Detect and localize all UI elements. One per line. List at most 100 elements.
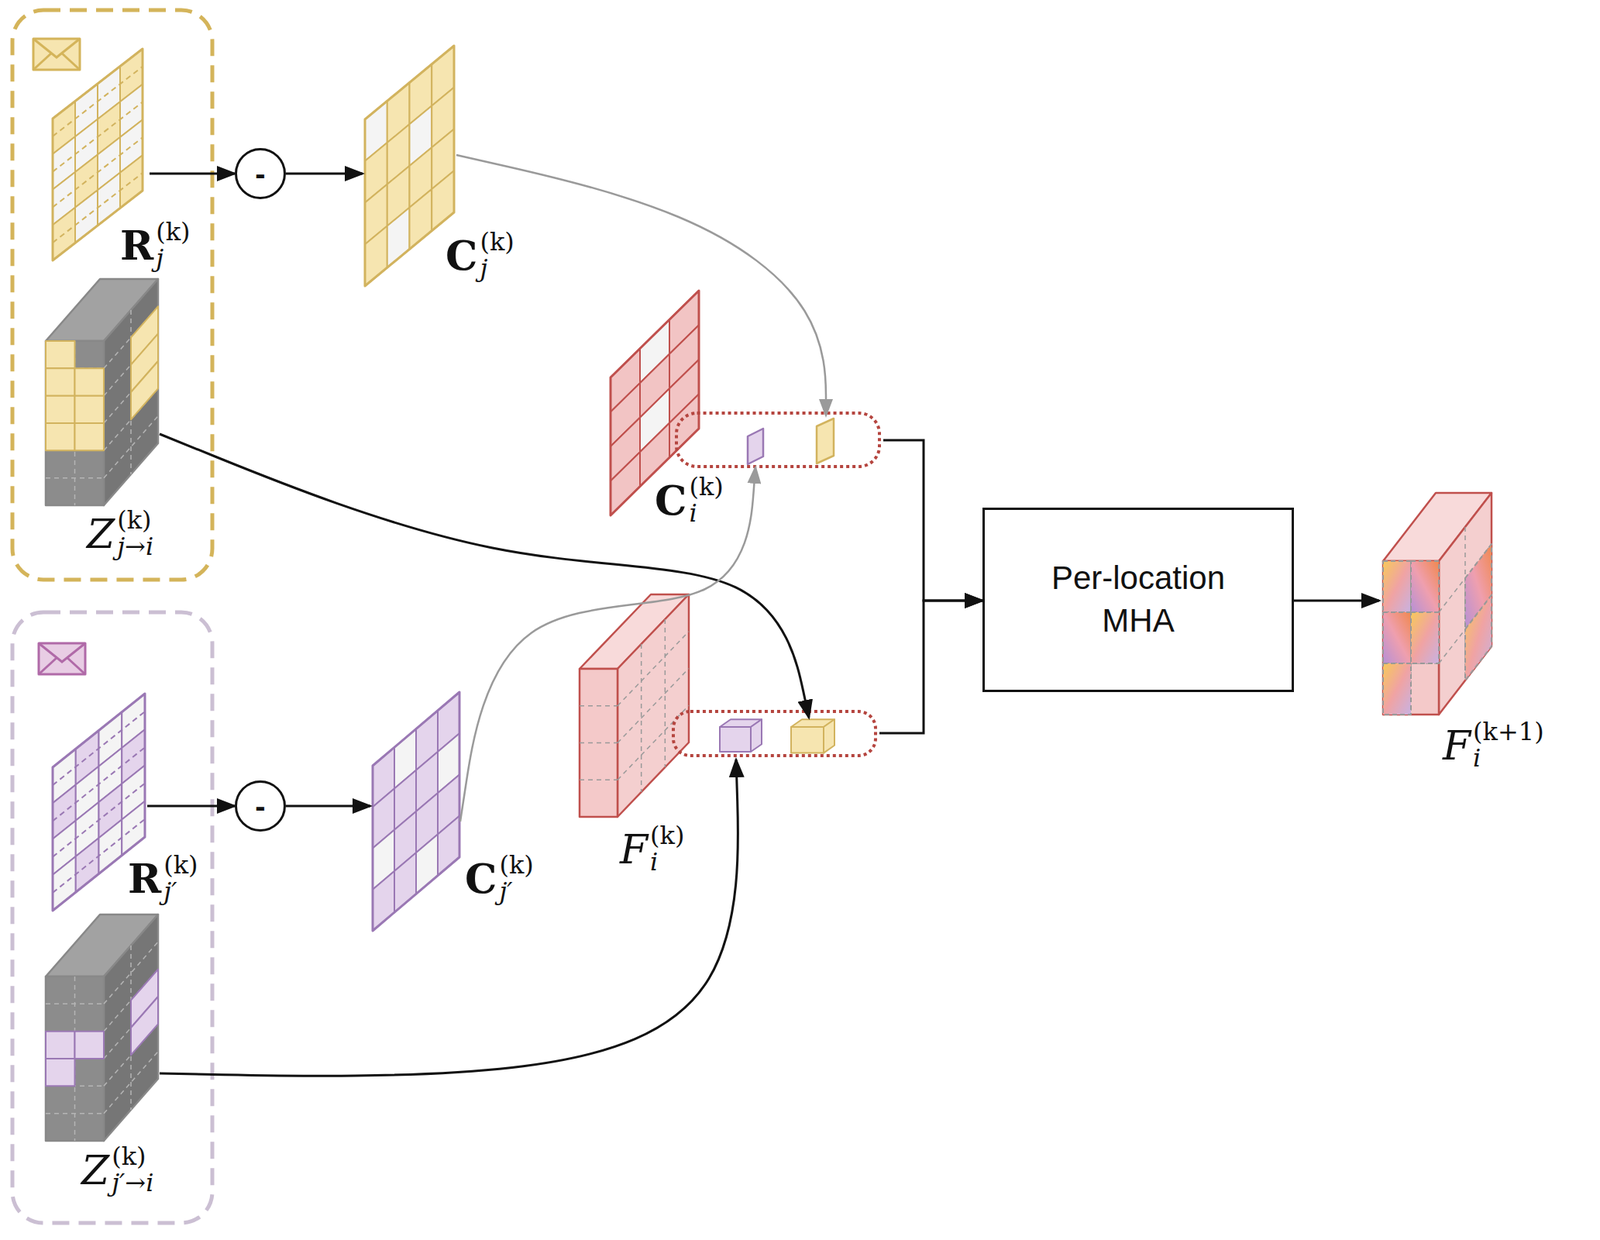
- tensor-node: C(k)j: [360, 42, 539, 299]
- operator-symbol: -: [254, 158, 265, 190]
- block-side: [103, 914, 159, 1141]
- script-stack: (k)i: [650, 822, 685, 875]
- subscript: j: [155, 245, 190, 272]
- block-gridline: [617, 668, 689, 744]
- connector-arrow: [149, 172, 235, 176]
- cube-front: [719, 726, 751, 752]
- vector-cube: [719, 719, 762, 752]
- message-icon: [38, 643, 86, 675]
- script-stack: (k)j′: [498, 852, 534, 905]
- cube-side: [750, 719, 762, 752]
- connector-arrow: [460, 467, 756, 822]
- block-front: [45, 340, 104, 506]
- block-cell: [75, 368, 105, 396]
- block-cell: [130, 996, 159, 1055]
- tensor-illustration: [1383, 492, 1492, 715]
- superscript: (k): [688, 474, 723, 501]
- subscript: i: [1472, 745, 1545, 772]
- tensor-illustration: [579, 594, 689, 817]
- envelope: [33, 38, 80, 70]
- message-icon: [33, 38, 80, 70]
- message-group: [12, 612, 213, 1223]
- script-stack: (k)j: [479, 229, 514, 282]
- matrix-subline: [52, 137, 143, 207]
- subscript: i: [650, 849, 685, 876]
- connector-arrow: [285, 805, 371, 808]
- matrix-cell: [640, 423, 670, 487]
- connector-arrow: [147, 805, 235, 808]
- envelope-flap: [33, 38, 80, 58]
- script-stack: (k)j→i: [116, 507, 154, 560]
- subscript: j′→i: [111, 1169, 154, 1197]
- math-label: C(k)j: [445, 229, 515, 282]
- matrix-outline: [372, 691, 460, 931]
- vector-cube: [791, 719, 835, 753]
- block-cell: [45, 340, 76, 369]
- block-front: [579, 668, 618, 817]
- block-gridline: [579, 742, 618, 744]
- block-cell: [45, 395, 76, 424]
- subscript: j→i: [116, 533, 154, 561]
- message-group: [12, 10, 213, 580]
- math-label: Z(k)j′→i: [81, 1143, 154, 1196]
- operator-circle: -: [234, 147, 286, 200]
- block-cell: [1465, 595, 1492, 681]
- block-cell: [1383, 663, 1411, 715]
- cube-side: [823, 719, 835, 753]
- block-cell: [1410, 560, 1439, 613]
- superscript: (k+1): [1472, 719, 1545, 746]
- block-gridline: [579, 779, 618, 782]
- envelope-line: [33, 52, 52, 70]
- operator-circle: -: [234, 780, 286, 832]
- subscript: i: [688, 500, 723, 527]
- matrix-subline: [52, 66, 143, 137]
- block-cell: [45, 1031, 76, 1059]
- superscript: (k): [111, 1143, 154, 1170]
- tensor-node: Z(k)j′→i: [42, 918, 210, 1205]
- block-cell: [1383, 612, 1411, 664]
- tensor-node: R(k)j′: [46, 688, 224, 921]
- vector-slice: [747, 428, 764, 465]
- block-gridline: [664, 619, 667, 768]
- connector-arrow: [159, 759, 739, 1076]
- symbol-base: F: [619, 829, 648, 870]
- connector-arrow: [456, 154, 826, 416]
- block-side: [103, 278, 159, 506]
- block-cell: [75, 1031, 105, 1059]
- block-side: [617, 594, 689, 817]
- block-cell: [130, 361, 159, 420]
- connector-arrow: [879, 600, 983, 733]
- matrix-cell: [669, 394, 699, 458]
- matrix-illustration: [364, 45, 455, 286]
- symbol-base: C: [464, 858, 497, 899]
- connector-arrow: [285, 172, 363, 176]
- tensor-illustration: [45, 278, 159, 506]
- envelope-flap: [38, 643, 86, 662]
- symbol-base: C: [654, 480, 687, 521]
- connector-arrow: [159, 433, 809, 718]
- superscript: (k): [498, 852, 534, 879]
- tensor-illustration: [45, 914, 159, 1141]
- envelope-line: [38, 657, 58, 675]
- symbol-base: R: [127, 858, 162, 899]
- math-label: F(k)i: [619, 822, 685, 875]
- slice: [816, 418, 834, 464]
- block-gridline: [640, 643, 643, 792]
- connector-arrow: [1293, 599, 1380, 603]
- math-label: F(k+1)i: [1442, 719, 1545, 771]
- cube-front: [791, 726, 824, 754]
- block-side: [1438, 492, 1492, 715]
- script-stack: (k)j′: [163, 852, 198, 905]
- matrix-outline: [364, 45, 455, 286]
- math-label: Z(k)j→i: [86, 507, 154, 560]
- subscript: j′: [163, 878, 198, 905]
- connector-arrow: [883, 440, 983, 601]
- superscript: (k): [650, 822, 685, 850]
- box-label: Per-location MHA: [1023, 557, 1253, 642]
- symbol-base: F: [1442, 725, 1471, 766]
- script-stack: (k)i: [688, 474, 723, 527]
- matrix-cell: [610, 451, 640, 516]
- matrix-illustration: [372, 691, 460, 931]
- tensor-node: R(k)j: [46, 42, 221, 299]
- selection-strip: [673, 711, 876, 756]
